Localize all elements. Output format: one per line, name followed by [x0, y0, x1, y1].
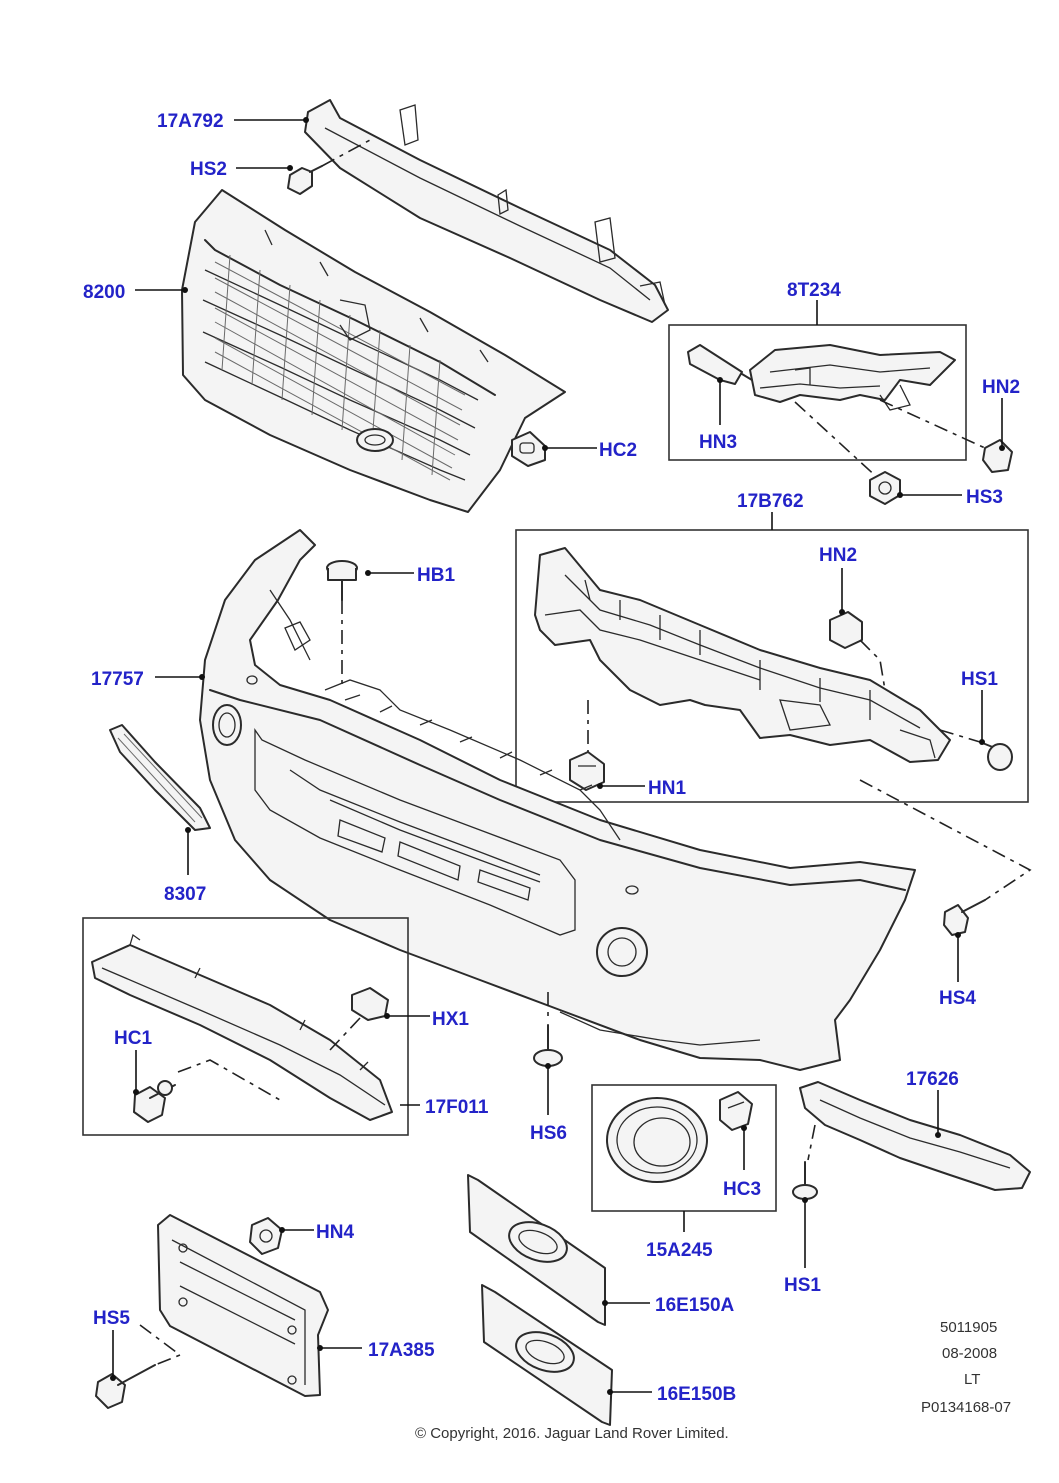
label-HS1-lower: HS1 [784, 1275, 821, 1296]
label-HS2: HS2 [190, 159, 227, 180]
fastener-HS6 [533, 992, 563, 1067]
label-17A385: 17A385 [368, 1340, 435, 1361]
part-17B762-carrier [534, 547, 951, 763]
label-8200: 8200 [83, 282, 125, 303]
label-HS5: HS5 [93, 1308, 130, 1329]
dash-8T234-HN2 [879, 399, 986, 449]
fastener-HN2-lower [829, 611, 886, 691]
part-8T234-bracket [749, 344, 956, 411]
part-17757-bumper [199, 529, 916, 1071]
fastener-HN2-upper [982, 439, 1013, 473]
meta-code: 5011905 [940, 1319, 997, 1336]
label-HN2-upper: HN2 [982, 377, 1020, 398]
leader-lines [110, 117, 1005, 1395]
fastener-HS1-lower [792, 1124, 818, 1200]
fastener-HS2 [287, 139, 371, 195]
part-15A245-bezel [606, 1097, 708, 1183]
label-HC2: HC2 [599, 440, 637, 461]
fastener-HX1 [329, 987, 389, 1051]
fastener-HS3 [869, 471, 901, 505]
label-HS4: HS4 [939, 988, 976, 1009]
label-HX1: HX1 [432, 1009, 469, 1030]
part-17F011-lower-grille [91, 933, 393, 1121]
fastener-HB1 [326, 560, 358, 690]
label-HN4: HN4 [316, 1222, 354, 1243]
label-HS6: HS6 [530, 1123, 567, 1144]
copyright: © Copyright, 2016. Jaguar Land Rover Lim… [415, 1425, 729, 1442]
label-HN2-lower: HN2 [819, 545, 857, 566]
label-HC3: HC3 [723, 1179, 761, 1200]
label-HN3: HN3 [699, 432, 737, 453]
part-17A385-bracket [157, 1214, 329, 1397]
dash-8T234-HS3 [794, 401, 881, 481]
fastener-HC3 [719, 1091, 753, 1131]
label-8307: 8307 [164, 884, 206, 905]
label-HC1: HC1 [114, 1028, 152, 1049]
label-HS1-upper: HS1 [961, 669, 998, 690]
meta-region: LT [964, 1371, 980, 1388]
part-8200-grille [181, 189, 566, 513]
fastener-HC2 [511, 431, 546, 467]
fastener-HS1-upper [939, 729, 1013, 771]
fastener-HS5 [95, 1324, 182, 1409]
label-17A792: 17A792 [157, 111, 224, 132]
label-8T234: 8T234 [787, 280, 841, 301]
label-17B762: 17B762 [737, 491, 804, 512]
part-16E150A-plate [467, 1174, 606, 1326]
label-17F011: 17F011 [425, 1097, 489, 1118]
part-16E150B-plate [481, 1284, 613, 1426]
label-17757: 17757 [91, 669, 144, 690]
box-17F011 [82, 917, 409, 1136]
label-15A245: 15A245 [646, 1240, 713, 1261]
label-16E150B: 16E150B [657, 1384, 736, 1405]
fastener-HS4 [859, 779, 1032, 936]
fastener-HN4 [249, 1217, 283, 1255]
label-16E150A: 16E150A [655, 1295, 735, 1316]
label-HN1: HN1 [648, 778, 686, 799]
meta-date: 08-2008 [942, 1345, 997, 1362]
fastener-HN1 [569, 700, 605, 791]
part-17A792-beam [304, 99, 669, 323]
fastener-HC1 [133, 1059, 281, 1123]
meta-ref: P0134168-07 [921, 1399, 1011, 1416]
label-HB1: HB1 [417, 565, 455, 586]
label-HS3: HS3 [966, 487, 1003, 508]
fastener-HN3 [687, 344, 753, 385]
part-17626-moulding [799, 1081, 1031, 1191]
label-17626: 17626 [906, 1069, 959, 1090]
part-8307-strip [109, 724, 211, 831]
